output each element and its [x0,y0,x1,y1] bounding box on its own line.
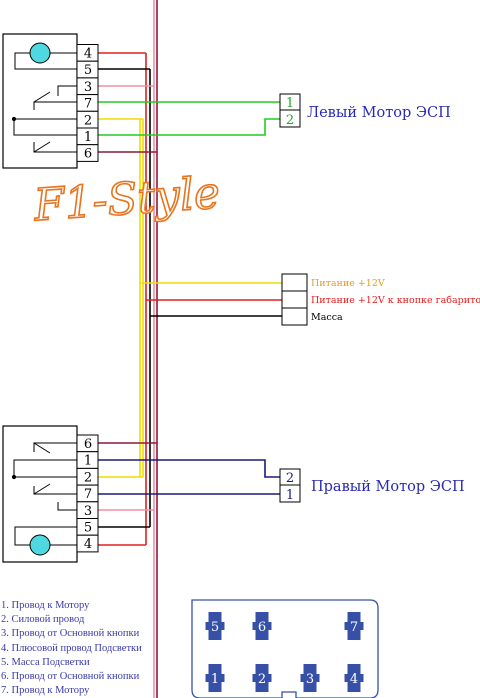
bottom-lamp-lead-left [14,526,77,546]
top-lamp-lead-left [14,52,77,70]
right-motor-pin-box-1 [279,484,301,503]
relay-pin-number: 7 [84,487,92,502]
legend-item: 6. Провод от Основной кнопки [1,671,140,683]
power-box-2 [281,290,308,309]
connector-pin-label: 4 [350,672,358,687]
top-relay-lamp [29,42,51,64]
bottom-wire-pin1 [98,459,280,478]
bottom-relay: 6 12 7 3 54 [2,425,99,563]
relay-pin-number: 1 [84,130,92,145]
connector-pin [205,612,225,640]
relay-pin-number: 2 [84,113,92,128]
left-motor-pin-1: 1 [286,96,294,111]
top-relay-pins: 45 3 72 1 6 [76,44,99,162]
legend-item: 2. Силовой провод [1,614,85,626]
connector-pin-label: 2 [258,672,266,687]
power-box-3 [281,307,308,326]
connector-pins: 5 6 7 1 2 3 4 [205,612,364,692]
top-relay-wires [98,52,280,153]
power-label-12v: Питание +12V [311,278,385,289]
bottom-relay-lamp [29,534,51,556]
relay-pin-number: 4 [84,537,92,552]
connector-pin [344,664,364,692]
power-label-ground: Масса [311,312,343,323]
bottom-relay-switch [11,442,77,511]
relay-pin-number: 5 [84,63,92,78]
left-motor-connector: 1 2 Левый Мотор ЭСП [279,93,451,128]
connector-face: 5 6 7 1 2 3 4 [191,599,379,698]
top-relay: 45 3 72 1 6 [2,33,99,169]
connector-pin-label: 3 [306,672,314,687]
connector-pin [344,612,364,640]
relay-pin-number: 3 [84,504,92,519]
connector-pin-label: 6 [258,620,266,635]
pin-legend: 1. Провод к Мотору 2. Силовой провод 3. … [1,599,142,698]
relay-pin-box [76,144,99,162]
connector-pin [300,664,320,692]
power-block: Питание +12V Питание +12V к кнопке габар… [281,273,480,326]
relay-pin-number: 4 [84,47,92,62]
left-motor-pin-box-2 [279,109,301,128]
power-label-12v-dim: Питание +12V к кнопке габаритов [311,295,480,306]
trunk-wires [139,0,158,698]
bottom-relay-pins: 6 12 7 3 54 [76,434,99,553]
legend-item: 1. Провод к Мотору [1,600,90,611]
bottom-relay-wires [98,442,280,546]
connector-pin [252,664,272,692]
right-motor-label: Правый Мотор ЭСП [311,479,465,495]
relay-pin-number: 5 [84,521,92,536]
top-wire-pin1 [98,118,280,136]
watermark-logo: F1-Style [31,167,221,231]
connector-pin [205,664,225,692]
right-motor-connector: 2 1 Правый Мотор ЭСП [279,468,465,503]
relay-pin-number: 2 [84,470,92,485]
legend-item: 5. Масса Подсветки [1,656,90,668]
left-motor-label: Левый Мотор ЭСП [307,105,451,121]
relay-pin-number: 6 [84,147,92,162]
connector-pin-label: 7 [350,620,358,635]
relay-pin-box [76,534,99,553]
power-box-1 [281,273,308,292]
power-wires [140,282,282,317]
connector-pin-label: 1 [211,672,219,687]
relay-pin-number: 7 [84,97,92,112]
left-motor-pin-2: 2 [286,113,294,128]
connector-pin [252,612,272,640]
right-motor-pin-1: 1 [286,488,294,503]
top-relay-switch [11,85,77,153]
right-motor-pin-2: 2 [286,471,294,486]
relay-pin-number: 6 [84,437,92,452]
connector-pin-label: 5 [211,620,219,635]
legend-item: 4. Плюсовой провод Подсветки [1,642,142,654]
relay-pin-number: 1 [84,454,92,469]
legend-item: 7. Провод к Мотору [1,685,90,697]
relay-pin-number: 3 [84,80,92,95]
legend-item: 3. Провод от Основной кнопки [1,628,140,640]
